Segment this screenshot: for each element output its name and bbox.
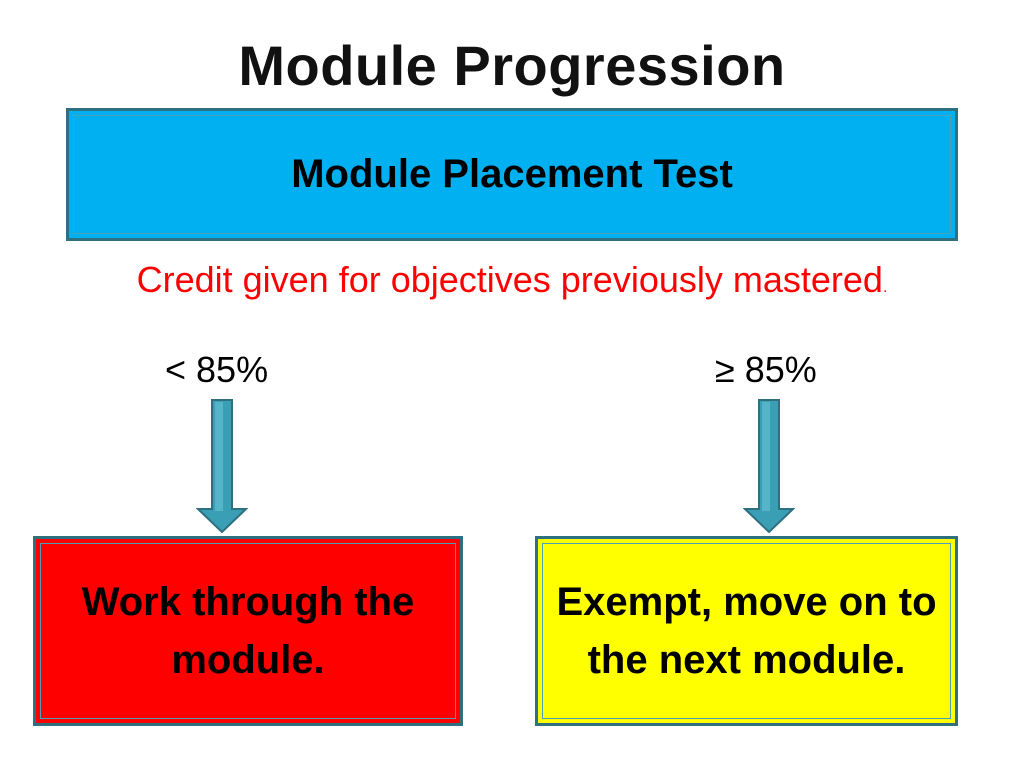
exempt-move-on-box: Exempt, move on to the next module. xyxy=(535,536,958,726)
work-through-module-label: Work through the module. xyxy=(81,580,415,682)
placement-test-box: Module Placement Test xyxy=(66,108,958,241)
down-arrow-left xyxy=(196,399,248,533)
exempt-move-on-label: Exempt, move on to the next module. xyxy=(556,580,937,682)
condition-below-85: < 85% xyxy=(165,349,269,390)
condition-at-or-above-85: ≥ 85% xyxy=(715,349,817,390)
slide-title: Module Progression xyxy=(238,34,786,97)
work-through-module-box: Work through the module. xyxy=(33,536,463,726)
placement-test-label: Module Placement Test xyxy=(291,152,733,196)
credit-note-text: Credit given for objectives previously m… xyxy=(136,259,883,300)
credit-note: Credit given for objectives previously m… xyxy=(0,255,1024,313)
down-arrow-right xyxy=(743,399,795,533)
credit-note-period: . xyxy=(882,279,888,296)
